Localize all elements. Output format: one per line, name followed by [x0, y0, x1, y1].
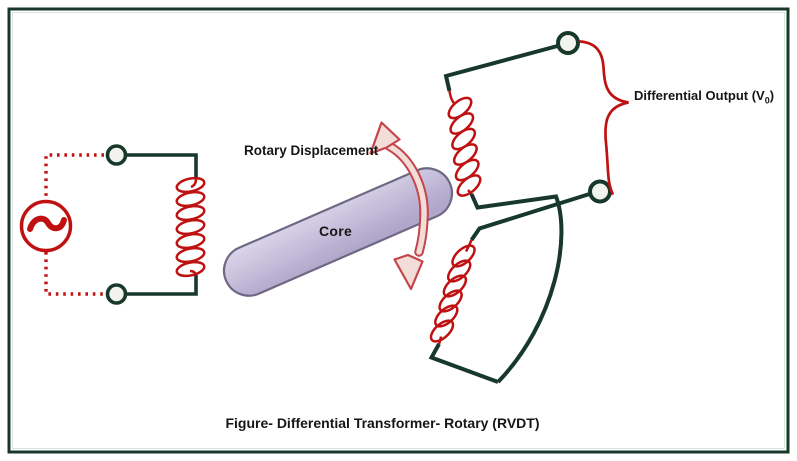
secondary-wire-to-bottom-terminal [469, 192, 591, 242]
primary-terminal-bottom [105, 283, 128, 305]
primary-wire-top [126, 153, 198, 179]
figure-caption: Figure- Differential Transformer- Rotary… [225, 415, 540, 431]
secondary-wire-bottom [428, 343, 499, 384]
dotted-wire-top [44, 153, 104, 200]
core-label: Core [319, 223, 353, 239]
secondary-series-arc-wire [469, 193, 564, 384]
diagram-frame-inner-line [12, 12, 785, 449]
secondary-winding-top [447, 90, 482, 197]
output-terminal-bottom [588, 179, 612, 204]
primary-terminal-top [105, 144, 128, 166]
differential-output-label-suffix: ) [769, 88, 775, 103]
secondary-wire-top [443, 44, 559, 92]
rotary-core [222, 167, 454, 297]
dotted-wire-bottom [44, 252, 104, 296]
diagram-frame [7, 7, 790, 454]
primary-circuit [19, 144, 206, 305]
primary-wire-bottom [126, 275, 198, 296]
differential-output-label-text: Differential Output (V [634, 88, 765, 103]
ac-source-icon [19, 199, 73, 253]
differential-output-brace [579, 40, 629, 195]
primary-winding [175, 176, 206, 278]
rotary-displacement-label: Rotary Displacement [244, 143, 379, 158]
arrowhead-down [393, 253, 424, 291]
rotary-displacement-arrow-icon [369, 121, 429, 291]
arrowhead-up [369, 121, 401, 155]
secondary-winding-bottom [429, 239, 476, 345]
secondary-circuit [428, 31, 629, 384]
differential-output-label: Differential Output (V0) [634, 88, 774, 106]
differential-output-label-subscript: 0 [764, 95, 770, 106]
output-terminal-top [556, 31, 580, 55]
